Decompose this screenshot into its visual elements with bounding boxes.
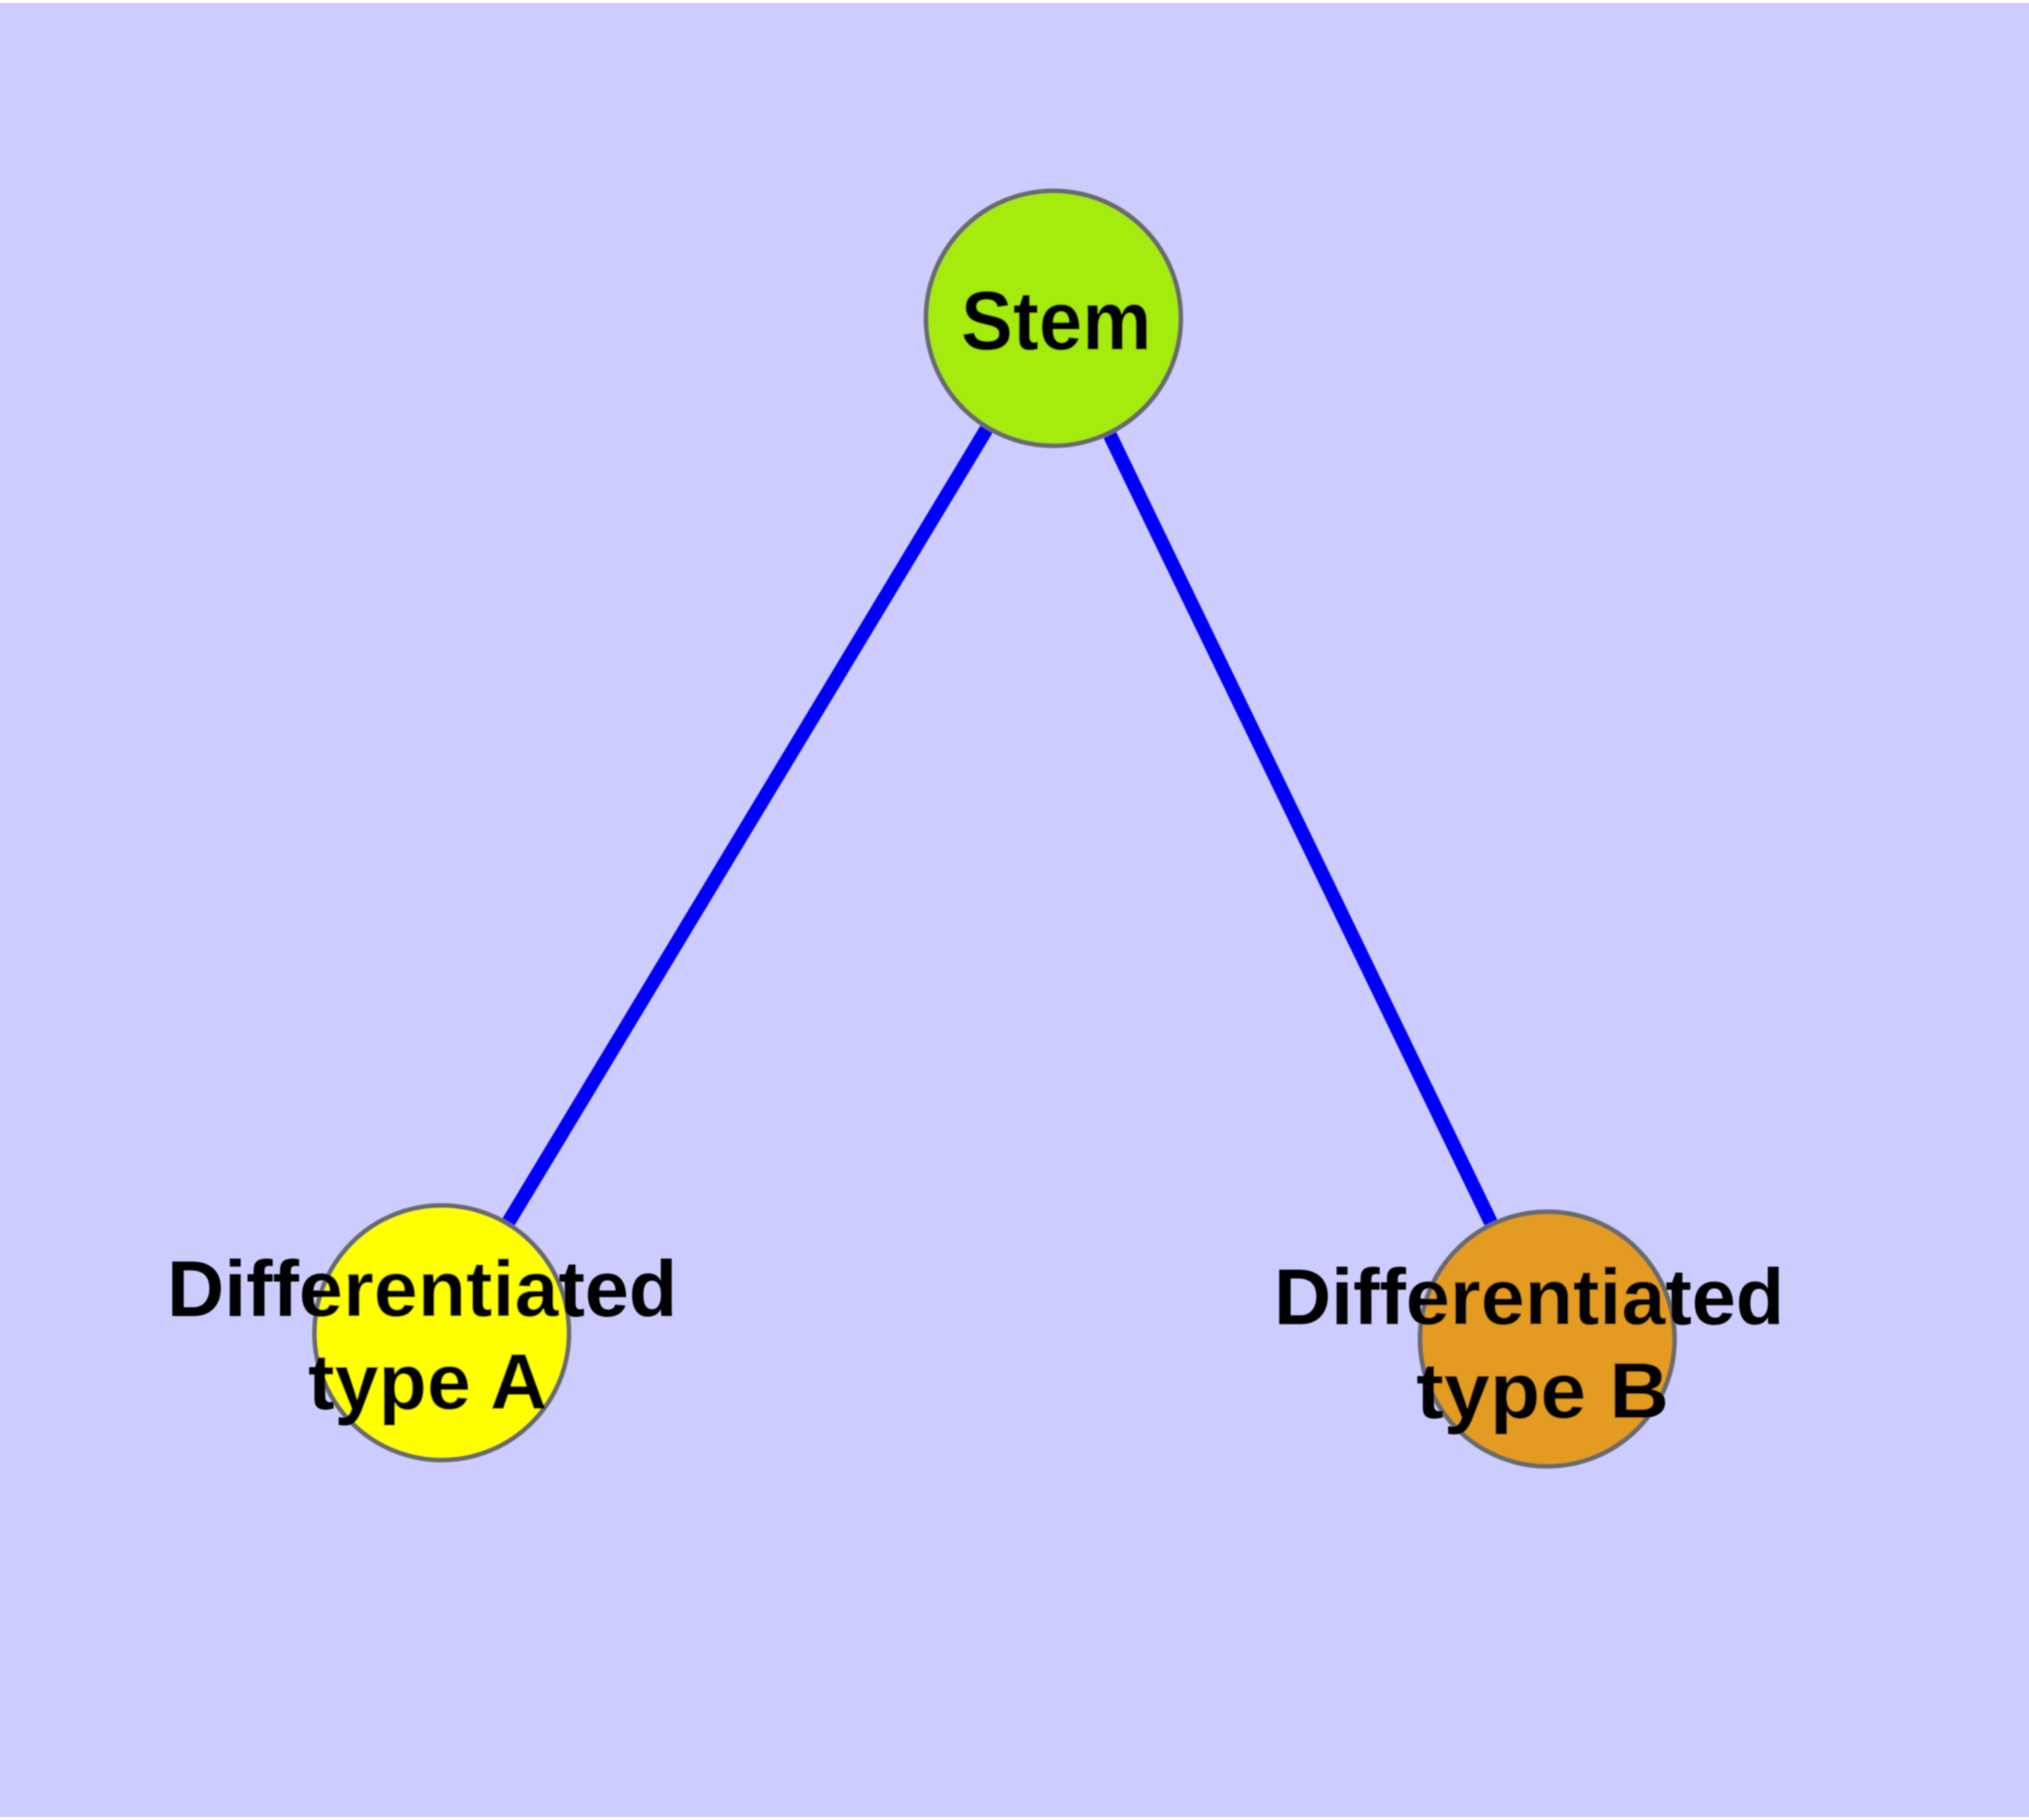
- svg-text:Differentiated: Differentiated: [1274, 1253, 1784, 1342]
- svg-text:Differentiated: Differentiated: [167, 1245, 677, 1333]
- svg-text:type B: type B: [1416, 1347, 1669, 1435]
- svg-text:Stem: Stem: [961, 274, 1152, 368]
- svg-text:type A: type A: [308, 1337, 547, 1426]
